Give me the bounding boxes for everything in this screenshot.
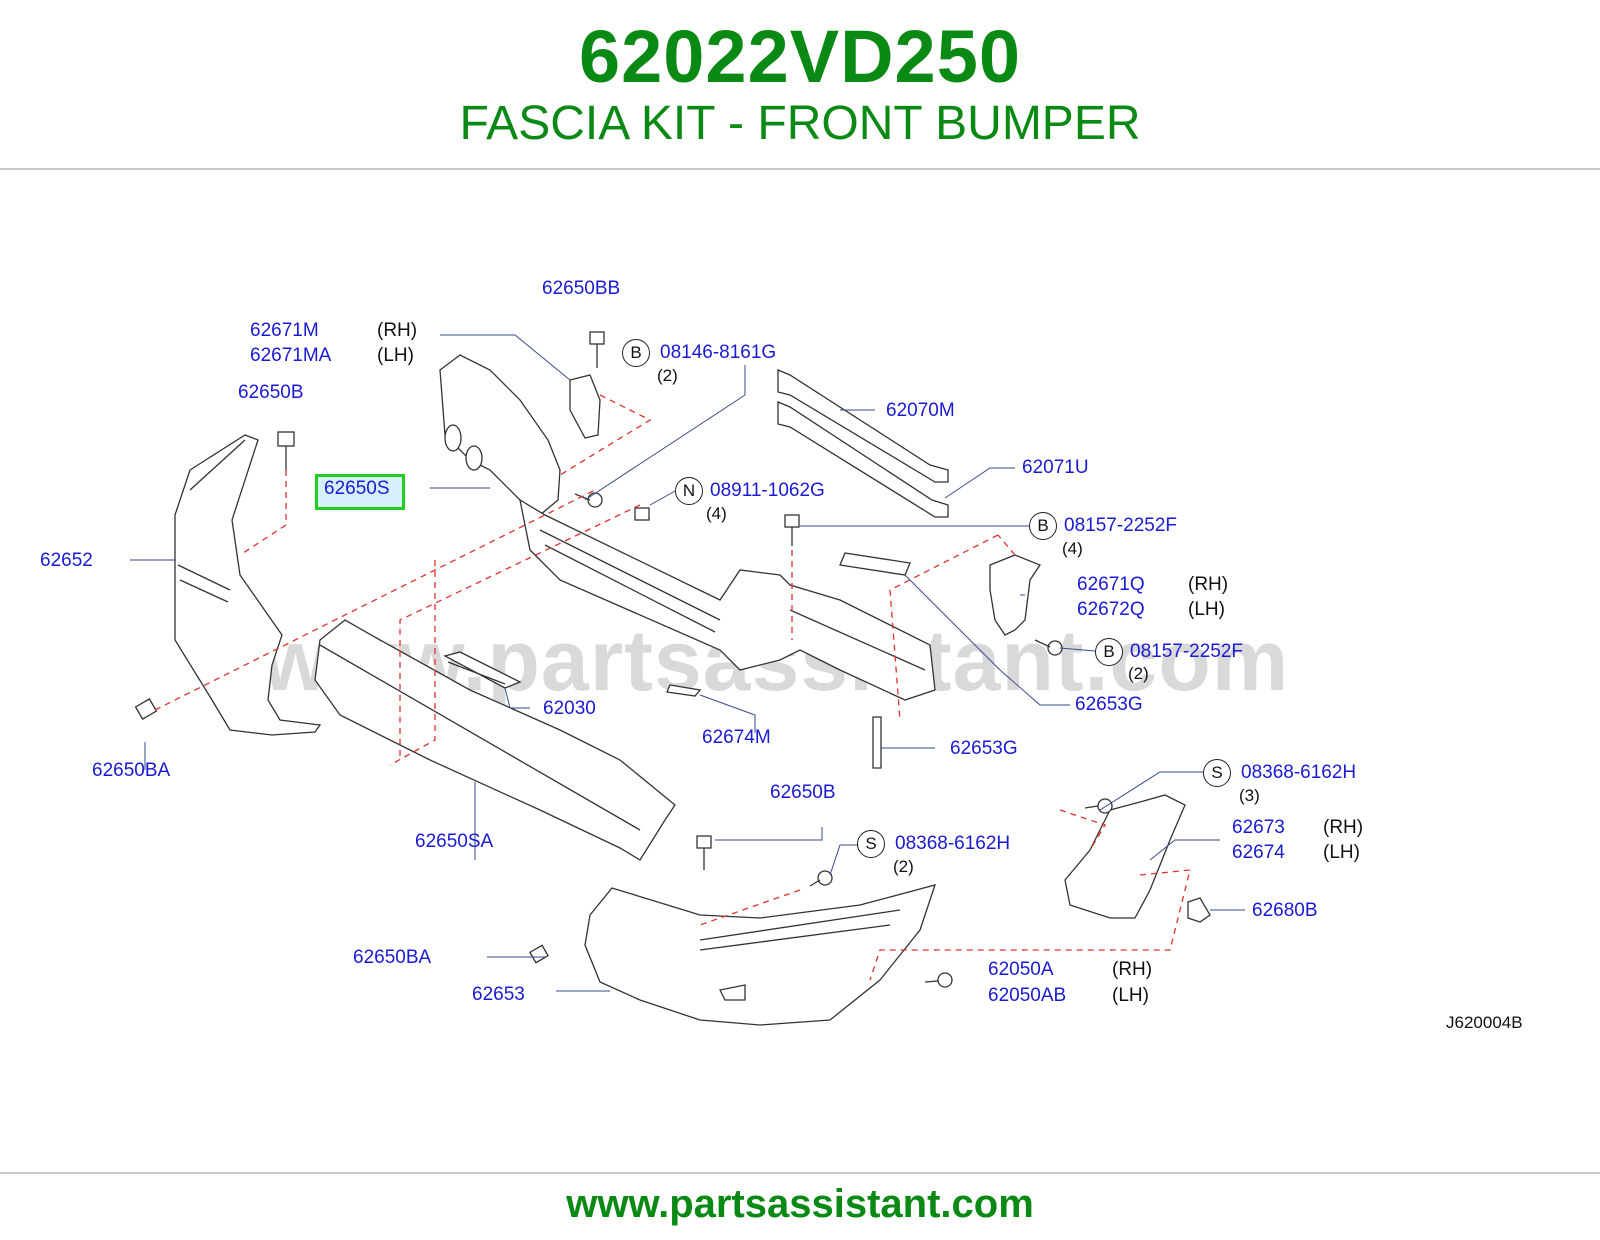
label-62671ma[interactable]: 62671MA <box>250 345 332 366</box>
clip-62680b <box>1187 897 1211 923</box>
lower-bumper-62653 <box>584 884 936 1026</box>
label-62673[interactable]: 62673 <box>1232 817 1285 838</box>
side-rh: (RH) <box>1188 574 1229 595</box>
bracket-62650bb <box>569 374 601 439</box>
qty-08157-b: (2) <box>1128 664 1149 683</box>
label-62650s[interactable]: 62650S <box>324 478 390 499</box>
label-62672q[interactable]: 62672Q <box>1077 599 1145 620</box>
side-lh: (LH) <box>1323 842 1360 863</box>
insert-62030 <box>443 651 522 689</box>
bar-62674m <box>666 684 702 697</box>
label-62030[interactable]: 62030 <box>543 698 596 719</box>
label-62671m[interactable]: 62671M <box>250 320 319 341</box>
top-divider <box>0 168 1600 170</box>
qty-08911: (4) <box>706 504 727 523</box>
stay-62070m <box>777 369 949 483</box>
label-62674m[interactable]: 62674M <box>702 727 771 748</box>
label-62650ba-left[interactable]: 62650BA <box>92 760 171 781</box>
label-08368-6162h-b[interactable]: 08368-6162H <box>895 833 1011 854</box>
callout-n-08911: N <box>675 477 703 505</box>
label-62680b[interactable]: 62680B <box>1252 900 1318 921</box>
side-rh: (RH) <box>377 320 418 341</box>
side-rh: (RH) <box>1112 959 1153 980</box>
label-62650ba-low[interactable]: 62650BA <box>353 947 432 968</box>
parts-diagram: www.partsassistant.com <box>0 170 1600 1170</box>
label-62650sa[interactable]: 62650SA <box>415 831 494 852</box>
label-62671q[interactable]: 62671Q <box>1077 574 1145 595</box>
label-62050a[interactable]: 62050A <box>988 959 1054 980</box>
label-08157-2252f-b[interactable]: 08157-2252F <box>1130 641 1244 662</box>
diagram-reference: J620004B <box>1446 1013 1523 1032</box>
label-62653[interactable]: 62653 <box>472 984 525 1005</box>
part-title: FASCIA KIT - FRONT BUMPER <box>459 97 1141 150</box>
bottom-divider <box>0 1172 1600 1174</box>
pad-62653g-lower <box>872 716 882 769</box>
label-62653g-a[interactable]: 62653G <box>1075 694 1143 715</box>
callout-b-08157-a: B <box>1029 512 1057 540</box>
label-62674[interactable]: 62674 <box>1232 842 1285 863</box>
callout-b-08146: B <box>622 339 650 367</box>
label-62650b-mid[interactable]: 62650B <box>770 782 836 803</box>
footer-url[interactable]: www.partsassistant.com <box>566 1182 1034 1226</box>
label-08368-6162h-a[interactable]: 08368-6162H <box>1241 762 1357 783</box>
qty-08157-a: (4) <box>1062 539 1083 558</box>
side-lh: (LH) <box>1112 985 1149 1006</box>
label-08911-1062g[interactable]: 08911-1062G <box>710 480 825 501</box>
qty-08368-a: (3) <box>1239 786 1260 805</box>
fasteners <box>134 331 1113 988</box>
label-62070m[interactable]: 62070M <box>886 400 955 421</box>
label-08157-2252f-a[interactable]: 08157-2252F <box>1064 515 1178 536</box>
bracket-62671q <box>989 554 1041 636</box>
callout-s-08368-a: S <box>1203 759 1231 787</box>
label-62653g-b[interactable]: 62653G <box>950 738 1018 759</box>
bracket-62673 <box>1064 794 1186 919</box>
label-62652[interactable]: 62652 <box>40 550 93 571</box>
leader-lines <box>130 334 1245 992</box>
stay-62071u <box>777 401 949 518</box>
label-62050ab[interactable]: 62050AB <box>988 985 1067 1006</box>
diagram-drawing <box>130 331 1245 1026</box>
assembly-lines <box>154 394 1191 981</box>
reinforcement-beam <box>519 498 936 701</box>
label-62650bb[interactable]: 62650BB <box>542 278 621 299</box>
qty-08368-b: (2) <box>893 857 914 876</box>
callout-s-08368-b: S <box>857 830 885 858</box>
header: 62022VD250 FASCIA KIT - FRONT BUMPER <box>0 0 1600 168</box>
callout-b-08157-b: B <box>1095 638 1123 666</box>
part-number-title: 62022VD250 <box>578 15 1022 98</box>
highlight-62650s <box>315 474 405 510</box>
side-lh: (LH) <box>377 345 414 366</box>
label-08146-8161g[interactable]: 08146-8161G <box>660 342 777 363</box>
bumper-corner-left <box>174 434 322 736</box>
label-62071u[interactable]: 62071U <box>1022 457 1089 478</box>
side-rh: (RH) <box>1323 817 1364 838</box>
pad-62653g-upper <box>839 552 911 576</box>
qty-08146: (2) <box>657 366 678 385</box>
under-cover-62650sa <box>314 619 676 861</box>
side-lh: (LH) <box>1188 599 1225 620</box>
label-62650b-top[interactable]: 62650B <box>238 382 304 403</box>
